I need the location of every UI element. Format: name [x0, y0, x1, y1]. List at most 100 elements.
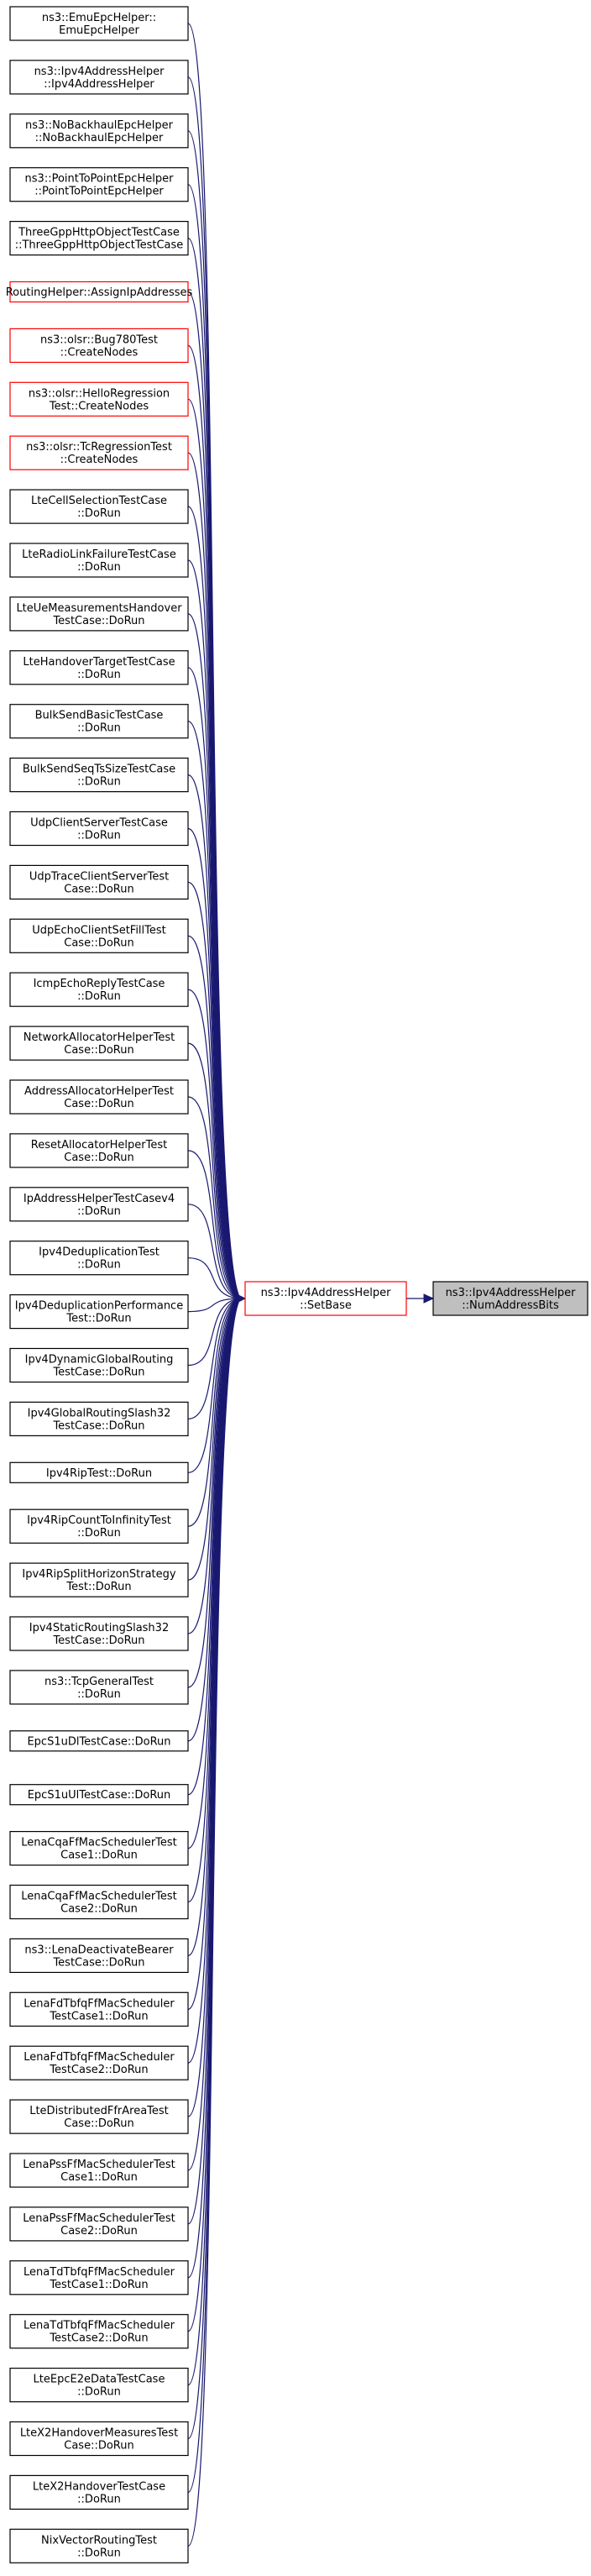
caller-node-ipv4riptest-dorun[interactable]: Ipv4RipTest::DoRun [9, 1461, 189, 1483]
node-label-line: ::CreateNodes [60, 454, 139, 466]
node-label-line: Case::DoRun [64, 2440, 133, 2453]
node-box [9, 1884, 189, 1920]
caller-node-ns3-pointtopointepchelper-pointtopointepchelper[interactable]: ns3::PointToPointEpcHelper::PointToPoint… [9, 167, 189, 202]
caller-node-ipv4ripcounttoinfinitytest-dorun[interactable]: Ipv4RipCountToInfinityTest::DoRun [9, 1508, 189, 1544]
node-box [9, 757, 189, 793]
call-edge [187, 1298, 241, 1473]
caller-node-ltecellselectiontestcase-dorun[interactable]: LteCellSelectionTestCase::DoRun [9, 489, 189, 524]
setbase-node[interactable]: ns3::Ipv4AddressHelper::SetBase [244, 1281, 407, 1316]
call-edge [187, 1298, 241, 1527]
node-label-line: TestCase2::DoRun [49, 2332, 148, 2345]
caller-node-routinghelper-assignipaddresses[interactable]: RoutingHelper::AssignIpAddresses [6, 281, 193, 303]
node-label-line: EmuEpcHelper [59, 24, 139, 37]
caller-node-ltex2handovertestcase-dorun[interactable]: LteX2HandoverTestCase::DoRun [9, 2474, 189, 2510]
caller-node-ipv4deduplicationtest-dorun[interactable]: Ipv4DeduplicationTest::DoRun [9, 1241, 189, 1276]
caller-node-ltehandovertargettestcase-dorun[interactable]: LteHandoverTargetTestCase::DoRun [9, 650, 189, 685]
node-label-line: ResetAllocatorHelperTest [31, 1139, 167, 1152]
caller-node-ns3-tcpgeneraltest-dorun[interactable]: ns3::TcpGeneralTest::DoRun [9, 1670, 189, 1705]
node-label-line: AddressAllocatorHelperTest [24, 1085, 174, 1098]
node-label-line: BulkSendSeqTsSizeTestCase [23, 763, 175, 776]
node-box [9, 596, 189, 632]
call-edge [187, 1298, 241, 2547]
caller-node-ns3-nobackhaulepchelper-nobackhaulepchelper[interactable]: ns3::NoBackhaulEpcHelper::NoBackhaulEpcH… [9, 113, 189, 149]
node-label-line: LteDistributedFfrAreaTest [29, 2105, 169, 2117]
node-label-line: ns3::TcpGeneralTest [44, 1676, 154, 1688]
node-label-line: EpcS1uDlTestCase::DoRun [27, 1735, 170, 1748]
node-label-line: ns3::EmuEpcHelper:: [42, 12, 156, 24]
node-label-line: LenaPssFfMacSchedulerTest [23, 2159, 175, 2171]
node-label-line: ::DoRun [77, 1688, 121, 1701]
node-label-line: ns3::Ipv4AddressHelper [34, 66, 165, 78]
node-box [9, 1347, 189, 1383]
node-label-line: ::Ipv4AddressHelper [44, 78, 154, 91]
node-label-line: ns3::olsr::TcRegressionTest [26, 441, 172, 454]
call-edge [187, 667, 241, 1299]
node-box [9, 1026, 189, 1061]
node-label-line: Ipv4DeduplicationPerformance [15, 1300, 183, 1313]
caller-node-ns3-olsr-bug780test-createnodes[interactable]: ns3::olsr::Bug780Test::CreateNodes [9, 328, 189, 363]
node-box [9, 281, 189, 303]
node-label-line: TestCase::DoRun [52, 1367, 144, 1379]
caller-node-threegpphttpobjecttestcase-threegpphttpobjecttestcase[interactable]: ThreeGppHttpObjectTestCase::ThreeGppHttp… [9, 221, 189, 256]
node-box [9, 113, 189, 149]
node-box [9, 2045, 189, 2080]
node-label-line: Ipv4RipTest::DoRun [46, 1467, 152, 1480]
caller-node-udpclientservertestcase-dorun[interactable]: UdpClientServerTestCase::DoRun [9, 811, 189, 847]
node-box [9, 167, 189, 202]
node-box [9, 60, 189, 95]
numaddressbits-node[interactable]: ns3::Ipv4AddressHelper::NumAddressBits [432, 1281, 588, 1316]
node-label-line: ::SetBase [300, 1299, 352, 1312]
caller-node-bulksendseqtssizetestcase-dorun[interactable]: BulkSendSeqTsSizeTestCase::DoRun [9, 757, 189, 793]
call-edge [187, 1298, 241, 1849]
call-edge [187, 613, 241, 1299]
node-box [9, 2260, 189, 2295]
arrowhead [423, 1293, 435, 1304]
caller-node-bulksendbasictestcase-dorun[interactable]: BulkSendBasicTestCase::DoRun [9, 704, 189, 739]
caller-node-lteradiolinkfailuretestcase-dorun[interactable]: LteRadioLinkFailureTestCase::DoRun [9, 543, 189, 578]
node-box [9, 1133, 189, 1168]
node-box [9, 6, 189, 41]
caller-node-ns3-ipv4addresshelper-ipv4addresshelper[interactable]: ns3::Ipv4AddressHelper::Ipv4AddressHelpe… [9, 60, 189, 95]
node-label-line: ::DoRun [77, 1527, 121, 1540]
node-label-line: EpcS1uUlTestCase::DoRun [28, 1789, 171, 1802]
node-label-line: LenaFdTbfqFfMacScheduler [24, 2051, 175, 2064]
caller-node-icmpechoreplytestcase-dorun[interactable]: IcmpEchoReplyTestCase::DoRun [9, 972, 189, 1007]
caller-node-nixvectorroutingtest-dorun[interactable]: NixVectorRoutingTest::DoRun [9, 2528, 189, 2563]
node-box [9, 2314, 189, 2349]
caller-node-ns3-olsr-helloregressiontest-createnodes[interactable]: ns3::olsr::HelloRegressionTest::CreateNo… [9, 381, 189, 417]
caller-node-ns3-olsr-tcregressiontest-createnodes[interactable]: ns3::olsr::TcRegressionTest::CreateNodes [9, 435, 189, 470]
caller-node-epcs1uultestcase-dorun[interactable]: EpcS1uUlTestCase::DoRun [9, 1784, 189, 1806]
node-label-line: TestCase::DoRun [52, 615, 144, 627]
caller-node-ipaddresshelpertestcasev4-dorun[interactable]: IpAddressHelperTestCasev4::DoRun [9, 1187, 189, 1222]
node-box [432, 1281, 588, 1316]
caller-node-ns3-emuepchelper-emuepchelper[interactable]: ns3::EmuEpcHelper::EmuEpcHelper [9, 6, 189, 41]
caller-node-lteepce2edatatestcase-dorun[interactable]: LteEpcE2eDataTestCase::DoRun [9, 2368, 189, 2403]
node-label-line: ::DoRun [77, 722, 121, 735]
graph-nodes: ns3::EmuEpcHelper::EmuEpcHelperns3::Ipv4… [6, 6, 588, 2563]
node-label-line: ::DoRun [77, 2547, 121, 2559]
caller-node-epcs1udltestcase-dorun[interactable]: EpcS1uDlTestCase::DoRun [9, 1730, 189, 1752]
node-box [9, 864, 189, 900]
